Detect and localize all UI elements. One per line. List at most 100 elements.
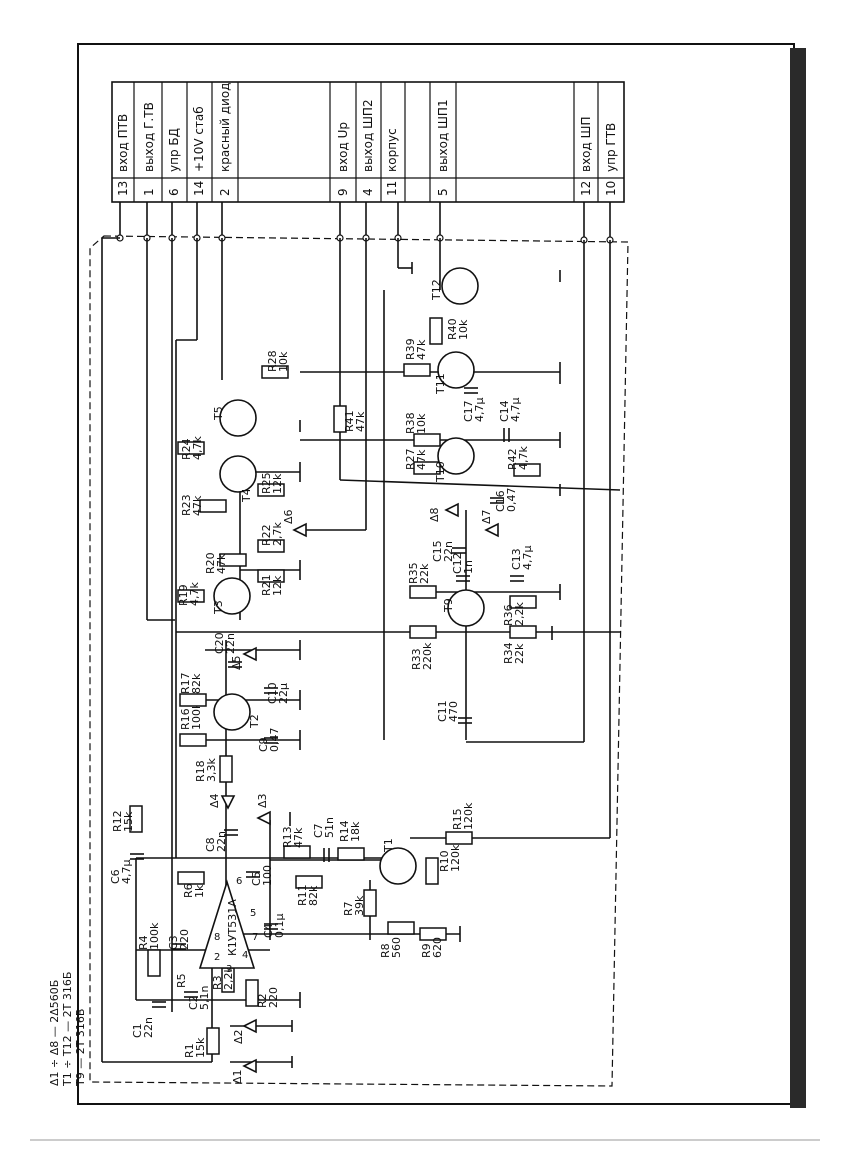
svg-text:T1: T1 [382,838,395,853]
svg-text:R3: R3 [211,975,224,990]
pin-number: 10 [604,181,618,196]
svg-text:Δ1 ÷ Δ8 — 2Δ560Б: Δ1 ÷ Δ8 — 2Δ560Б [48,980,61,1086]
svg-text:T10: T10 [434,461,447,483]
svg-text:R9: R9 [420,943,433,958]
svg-text:5,1n: 5,1n [198,986,211,1010]
pin-number: 2 [218,188,232,196]
svg-text:22n: 22n [142,1017,155,1038]
pin-label: вход ПТВ [116,114,130,172]
svg-text:Δ6: Δ6 [282,509,295,524]
scan-edge [790,48,806,1108]
svg-text:Δ3: Δ3 [256,793,269,808]
pin-number: 13 [116,181,130,196]
svg-text:R1: R1 [183,1043,196,1058]
svg-text:R10: R10 [438,850,451,872]
svg-text:5: 5 [250,908,256,919]
svg-text:Δ4: Δ4 [208,793,221,808]
pin-number: 11 [385,181,399,196]
svg-text:47k: 47k [215,553,228,574]
svg-text:Δ2: Δ2 [232,1029,245,1044]
svg-text:R41: R41 [343,410,356,432]
svg-text:R28: R28 [266,350,279,372]
svg-text:C4: C4 [262,923,275,938]
svg-text:C17: C17 [462,400,475,422]
svg-text:Δ5: Δ5 [230,655,243,670]
svg-text:C8: C8 [204,837,217,852]
svg-text:15k: 15k [194,1037,207,1058]
svg-text:C20: C20 [213,632,226,654]
svg-text:82k: 82k [307,885,320,906]
svg-text:4,7k: 4,7k [517,446,530,470]
legend: Δ1 ÷ Δ8 — 2Δ560Б T1 ÷ T12 — 2T 316Б T9 —… [48,972,87,1087]
svg-text:2,2k: 2,2k [513,602,526,626]
svg-text:100: 100 [261,865,274,886]
svg-text:3,3k: 3,3k [205,758,218,782]
svg-text:R20: R20 [204,552,217,574]
transistors: T1 T2 T3 T4 T5 T9 T10 T11 T12 [212,267,485,885]
pin-wires [116,202,614,244]
svg-text:C11: C11 [436,700,449,722]
pin-label: выход Г.ТВ [142,102,156,172]
svg-text:0,47: 0,47 [268,728,281,753]
svg-text:T5: T5 [212,406,225,421]
resistors: R1 15k R2 220 R3 2,2k R4 100k R5 R6 1k R… [111,317,541,1058]
svg-text:4,7μ: 4,7μ [473,398,486,423]
pin-label: вход ШП [579,117,593,172]
svg-text:C6: C6 [109,869,122,884]
svg-text:10k: 10k [277,351,290,372]
pin-number: 1 [142,188,156,196]
pin-number: 14 [192,181,206,196]
svg-text:C13: C13 [510,548,523,570]
svg-text:R6: R6 [182,883,195,898]
svg-text:47k: 47k [415,339,428,360]
svg-text:R33: R33 [410,648,423,670]
pin-label: выход ШП1 [436,99,450,172]
svg-text:T9: T9 [442,598,455,613]
svg-text:4,7μ: 4,7μ [120,860,133,885]
svg-text:R22: R22 [260,524,273,546]
svg-text:1k: 1k [193,884,206,898]
svg-text:0,47: 0,47 [505,488,518,513]
svg-text:22k: 22k [418,563,431,584]
pin-label: упр ГТВ [604,123,618,172]
svg-text:R34: R34 [502,642,515,664]
svg-text:4: 4 [242,950,248,961]
pin-number: 5 [436,188,450,196]
svg-text:R36: R36 [502,604,515,626]
svg-text:T1 ÷ T12 — 2T 316Б: T1 ÷ T12 — 2T 316Б [61,972,74,1087]
svg-text:10k: 10k [415,413,428,434]
svg-text:C7: C7 [312,823,325,838]
svg-text:51n: 51n [323,817,336,838]
svg-text:220: 220 [178,929,191,950]
svg-text:2: 2 [214,952,220,963]
svg-text:T11: T11 [434,373,447,395]
svg-text:4,7μ: 4,7μ [509,398,522,423]
svg-text:0,1μ: 0,1μ [273,914,286,939]
svg-text:R11: R11 [296,884,309,906]
pin-label: +10V стаб [192,106,206,172]
svg-text:T9 — 2T 316В: T9 — 2T 316В [74,1009,87,1087]
svg-text:22n: 22n [215,831,228,852]
svg-text:2,2k: 2,2k [222,966,235,990]
svg-text:47k: 47k [292,827,305,848]
svg-text:R2: R2 [256,993,269,1008]
svg-text:22μ: 22μ [277,683,290,704]
svg-text:15k: 15k [122,811,135,832]
svg-text:R38: R38 [404,412,417,434]
svg-text:R39: R39 [404,338,417,360]
svg-text:R42: R42 [506,448,519,470]
svg-text:C10: C10 [266,682,279,704]
svg-text:R23: R23 [180,494,193,516]
svg-text:620: 620 [431,937,444,958]
svg-text:R16: R16 [179,708,192,730]
svg-text:47k: 47k [191,495,204,516]
svg-text:47k: 47k [354,411,367,432]
svg-text:120k: 120k [449,844,462,872]
svg-text:C9: C9 [257,737,270,752]
connector-table [111,81,625,203]
svg-text:47k: 47k [415,449,428,470]
svg-text:C14: C14 [498,400,511,422]
ground-symbols [289,270,561,1068]
svg-text:R5: R5 [175,973,188,988]
